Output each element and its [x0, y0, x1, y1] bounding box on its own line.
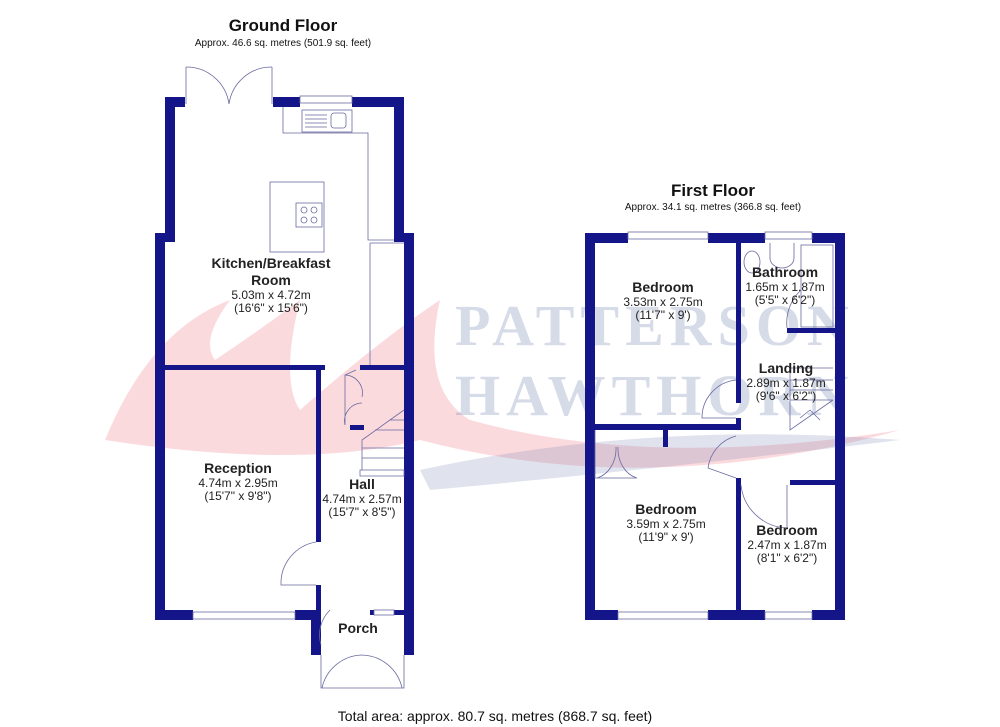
- first-floor-title: First Floor: [671, 181, 755, 200]
- room-bedroom-3: Bedroom 2.47m x 1.87m (8'1" x 6'2"): [747, 522, 826, 565]
- room-name: Reception: [204, 460, 272, 476]
- room-bedroom-1: Bedroom 3.53m x 2.75m (11'7" x 9'): [623, 279, 702, 322]
- room-dim-metric: 4.74m x 2.95m: [198, 476, 277, 490]
- ground-floor-fixtures: [185, 66, 405, 689]
- room-dim-metric: 2.89m x 1.87m: [746, 376, 825, 390]
- room-dim-imperial: (11'9" x 9'): [638, 530, 693, 544]
- room-porch: Porch: [338, 620, 378, 636]
- room-dim-metric: 2.47m x 1.87m: [747, 538, 826, 552]
- room-dim-metric: 5.03m x 4.72m: [231, 288, 310, 302]
- room-name: Bedroom: [635, 501, 696, 517]
- room-name: Bedroom: [632, 279, 693, 295]
- room-dim-metric: 3.53m x 2.75m: [623, 295, 702, 309]
- room-dim-imperial: (15'7" x 8'5"): [328, 505, 395, 519]
- first-floor-walls: [585, 233, 845, 620]
- room-bathroom: Bathroom 1.65m x 1.87m (5'5" x 6'2"): [745, 264, 824, 307]
- watermark-line1: PATTERSON: [455, 293, 855, 358]
- room-dim-metric: 3.59m x 2.75m: [626, 517, 705, 531]
- room-dim-imperial: (5'5" x 6'2"): [755, 293, 815, 307]
- room-name: Kitchen/Breakfast: [211, 255, 330, 271]
- first-floor-fixtures: [594, 231, 834, 620]
- room-kitchen-breakfast: Kitchen/Breakfast Room 5.03m x 4.72m (16…: [211, 255, 330, 315]
- ground-floor-area: Approx. 46.6 sq. metres (501.9 sq. feet): [195, 38, 371, 49]
- room-name: Bedroom: [756, 522, 817, 538]
- room-dim-imperial: (11'7" x 9'): [635, 308, 690, 322]
- watermark-line2: HAWTHORN: [455, 363, 854, 428]
- room-dim-imperial: (9'6" x 6'2"): [756, 389, 816, 403]
- room-name: Hall: [349, 476, 375, 492]
- room-reception: Reception 4.74m x 2.95m (15'7" x 9'8"): [198, 460, 277, 503]
- room-name: Bathroom: [752, 264, 818, 280]
- ground-floor-walls: [155, 97, 414, 655]
- room-landing: Landing 2.89m x 1.87m (9'6" x 6'2"): [746, 360, 825, 403]
- room-name: Landing: [759, 360, 813, 376]
- room-dim-imperial: (16'6" x 15'6"): [234, 301, 308, 315]
- room-dim-metric: 4.74m x 2.57m: [322, 492, 401, 506]
- ground-floor-title: Ground Floor: [229, 16, 338, 35]
- room-name-line2: Room: [251, 272, 291, 288]
- room-dim-imperial: (8'1" x 6'2"): [757, 551, 817, 565]
- room-bedroom-2: Bedroom 3.59m x 2.75m (11'9" x 9'): [626, 501, 705, 544]
- room-dim-imperial: (15'7" x 9'8"): [204, 489, 271, 503]
- first-floor-area: Approx. 34.1 sq. metres (366.8 sq. feet): [625, 202, 801, 213]
- room-dim-metric: 1.65m x 1.87m: [745, 280, 824, 294]
- total-area: Total area: approx. 80.7 sq. metres (868…: [338, 708, 652, 724]
- watermark-logo: PATTERSON HAWTHORN: [105, 293, 900, 490]
- room-hall: Hall 4.74m x 2.57m (15'7" x 8'5"): [322, 476, 401, 519]
